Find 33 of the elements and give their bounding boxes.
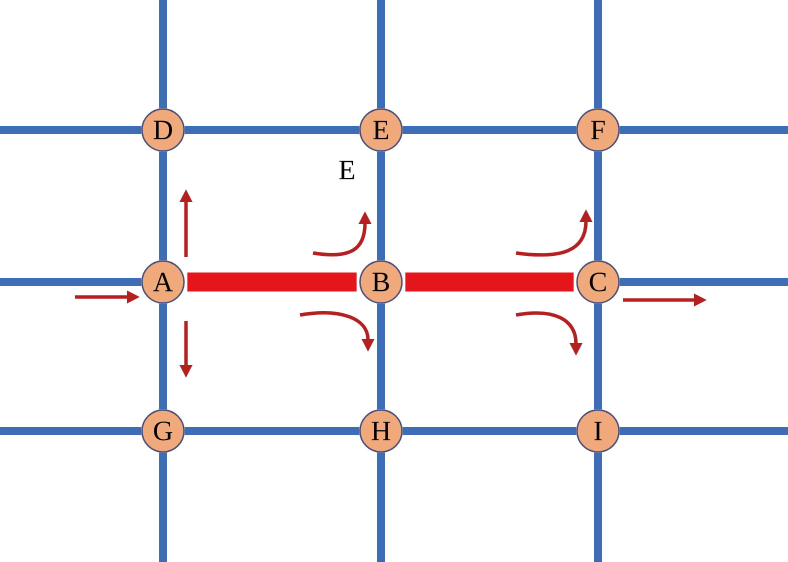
road-line [594,0,602,108]
road-line [0,427,142,435]
road-line [159,452,167,562]
road-line [620,427,788,435]
road-line [377,304,385,410]
road-line [594,452,602,562]
intersection-node: D [141,108,185,152]
text-label: E [339,160,354,180]
intersection-node: F [576,108,620,152]
road-line [184,126,360,134]
road-line [377,452,385,562]
intersection-node: H [359,409,403,453]
road-line [159,304,167,410]
road-line [159,0,167,108]
intersection-node: B [359,260,403,304]
road-line [377,0,385,108]
road-line [594,152,602,260]
road-line [377,152,385,260]
road-line [184,427,360,435]
road-line [402,126,576,134]
road-line [620,278,788,286]
intersection-node: E [359,108,403,152]
intersection-node: I [576,409,620,453]
road-line [0,278,142,286]
road-line [594,304,602,410]
road-line [159,152,167,260]
intersection-node: G [141,409,185,453]
intersection-node: C [576,260,620,304]
highlighted-road [187,272,357,292]
road-line [620,126,788,134]
road-line [402,427,576,435]
road-line [0,126,142,134]
intersection-node: A [141,260,185,304]
